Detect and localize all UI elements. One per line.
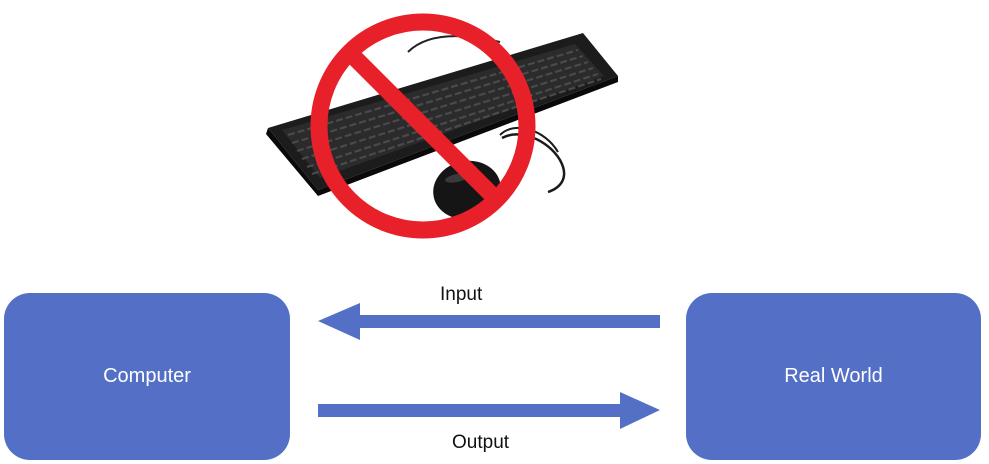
output-arrow [318,392,660,429]
computer-box: Computer [4,293,290,460]
output-label: Output [452,432,510,453]
input-arrow [318,303,660,340]
real-world-box: Real World [686,293,981,460]
computer-label: Computer [103,365,191,387]
no-keyboard-mouse-icon [266,13,618,239]
real-world-label: Real World [784,365,883,387]
input-label: Input [440,284,483,305]
prohibition-sign-icon [310,13,536,239]
